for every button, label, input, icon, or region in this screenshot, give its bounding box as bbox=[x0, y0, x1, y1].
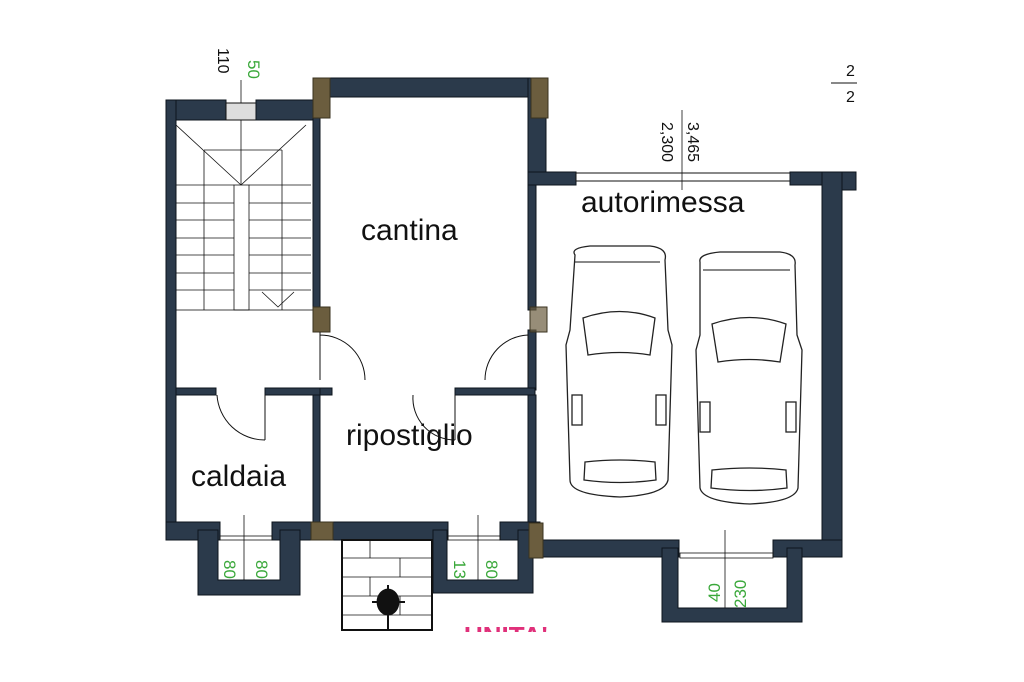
dim-stair-window-width: 50 bbox=[244, 60, 263, 79]
dim-garage-opening-a: 2,300 bbox=[658, 122, 675, 162]
column bbox=[312, 77, 331, 119]
dim-caldaia-window-b: 80 bbox=[252, 560, 271, 579]
unit-label: UNITA' bbox=[464, 621, 548, 651]
column bbox=[310, 521, 334, 541]
stair-window bbox=[225, 102, 257, 121]
column bbox=[529, 306, 548, 333]
dim-garage-window-a: 40 bbox=[705, 583, 724, 602]
car bbox=[565, 245, 673, 498]
dim-garage-opening-b: 3,465 bbox=[684, 122, 701, 162]
dim-stair-window-height: 110 bbox=[214, 48, 231, 74]
sheet-number-bottom: 2 bbox=[846, 89, 855, 106]
windows bbox=[219, 110, 774, 608]
entrance-landing bbox=[341, 539, 433, 631]
dim-caldaia-window-a: 80 bbox=[220, 560, 239, 579]
room-label-autorimessa: autorimessa bbox=[581, 186, 745, 219]
dim-garage-window-b: 230 bbox=[731, 580, 750, 608]
dim-ripostiglio-window-a: 13 bbox=[450, 560, 469, 579]
walls bbox=[165, 77, 857, 623]
room-label-ripostiglio: ripostiglio bbox=[346, 419, 473, 452]
dim-ripostiglio-window-b: 80 bbox=[482, 560, 501, 579]
sheet-number-top: 2 bbox=[846, 63, 855, 80]
doors bbox=[216, 332, 529, 441]
room-label-cantina: cantina bbox=[361, 214, 458, 247]
staircase bbox=[175, 80, 314, 311]
car bbox=[695, 251, 803, 505]
column bbox=[530, 77, 549, 119]
column bbox=[312, 306, 331, 333]
garage-door-opening bbox=[575, 172, 791, 182]
column bbox=[528, 522, 544, 559]
room-label-caldaia: caldaia bbox=[191, 460, 286, 493]
